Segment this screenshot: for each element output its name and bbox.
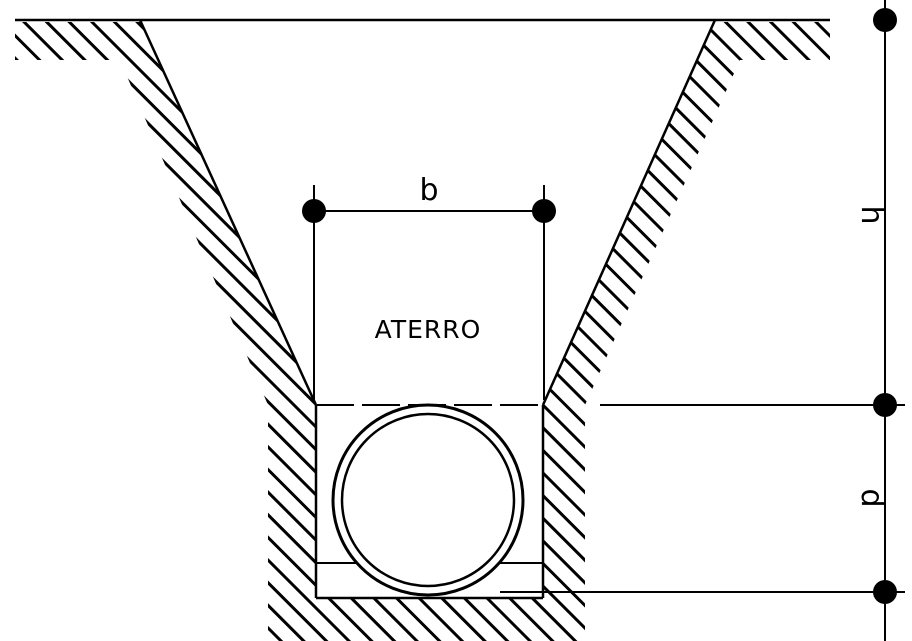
pipe-inner [340, 412, 516, 588]
trench-wall-left-slope [138, 19, 318, 406]
soil-hatch-left [15, 22, 316, 600]
pipe-outer [331, 403, 525, 597]
trench-wall-right-slope [541, 19, 717, 406]
b-label: b [419, 173, 438, 208]
h-dimension-dot-bottom [873, 393, 897, 417]
soil-hatch-bottom [268, 598, 585, 641]
b-dimension-dot-left [302, 199, 326, 223]
fill-label: ATERRO [375, 315, 482, 344]
d-dimension-dot-bottom [873, 580, 897, 604]
soil-hatch-right [543, 22, 830, 600]
d-label: d [854, 488, 889, 507]
h-label: h [854, 205, 889, 224]
b-dimension-dot-right [532, 199, 556, 223]
h-dimension-dot-top [873, 8, 897, 32]
